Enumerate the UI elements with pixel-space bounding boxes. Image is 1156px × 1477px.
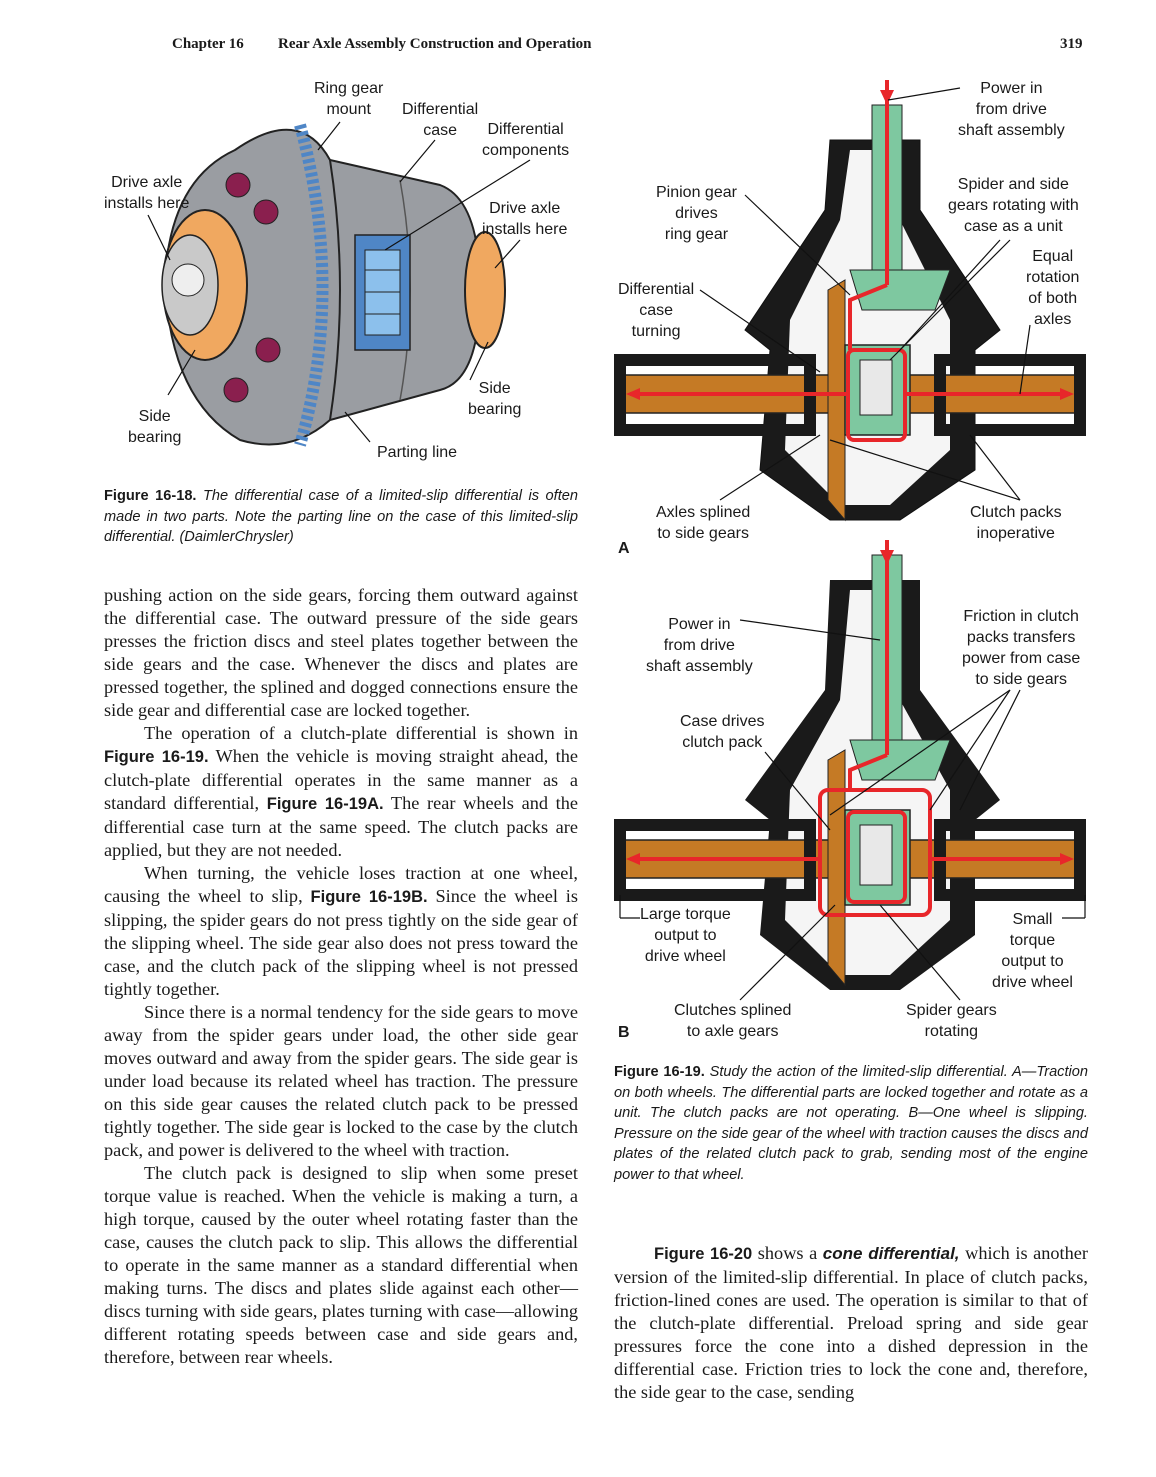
figure-16-18-caption: Figure 16-18. The differential case of a…	[104, 486, 578, 548]
key-term: cone differential,	[822, 1244, 960, 1263]
page-number: 319	[1060, 36, 1083, 52]
figure-reference: Figure 16-19B.	[310, 888, 428, 906]
label-parting-line: Parting line	[377, 444, 458, 461]
caption-text: The differential case of a limited-slip …	[104, 488, 578, 545]
paragraph: When turning, the vehicle loses traction…	[104, 863, 578, 999]
caption-label: Figure 16-18.	[104, 488, 197, 504]
figure-reference: Figure 16-19.	[104, 748, 209, 766]
chapter-title: Rear Axle Assembly Construction and Oper…	[278, 36, 592, 52]
figure-reference: Figure 16-19A.	[266, 795, 384, 813]
paragraph: Figure 16-20 shows a cone differential, …	[614, 1243, 1088, 1402]
paragraph: The operation of a clutch-plate differen…	[104, 723, 578, 860]
caption-label: Figure 16-19.	[614, 1064, 705, 1080]
figure-16-19a-diagram	[614, 80, 1086, 522]
body-text-left-column: pushing action on the side gears, forcin…	[104, 584, 578, 1369]
chapter-number: Chapter 16	[172, 36, 244, 52]
figure-16-18-illustration	[147, 121, 531, 447]
paragraph: The clutch pack is designed to slip when…	[104, 1163, 578, 1367]
figure-part-a-tag: A	[618, 540, 630, 557]
figure-part-b-tag: B	[618, 1024, 630, 1041]
figure-reference: Figure 16-20	[654, 1245, 753, 1263]
figure-16-19b-diagram	[614, 540, 1086, 1001]
paragraph: Since there is a normal tendency for the…	[104, 1002, 578, 1160]
figure-16-19-caption: Figure 16-19. Study the action of the li…	[614, 1062, 1088, 1185]
paragraph: pushing action on the side gears, forcin…	[104, 585, 578, 720]
caption-text: Study the action of the limited-slip dif…	[614, 1064, 1089, 1183]
body-text-right-column: Figure 16-20 shows a cone differential, …	[614, 1242, 1088, 1404]
differential-case-drawing	[161, 123, 506, 447]
